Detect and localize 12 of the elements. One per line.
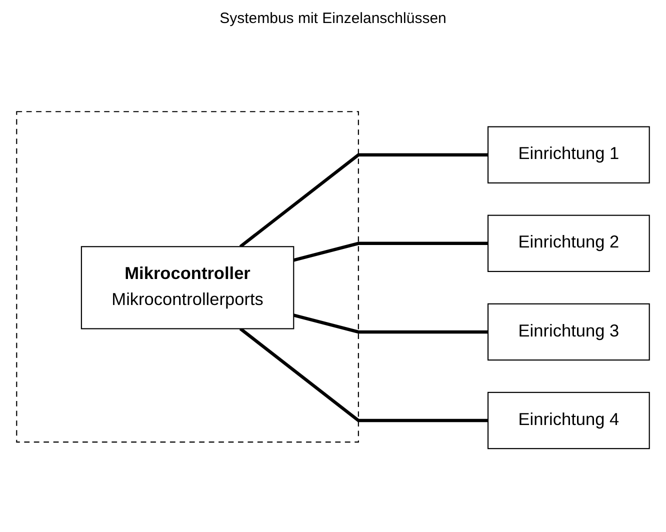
connector bbox=[239, 328, 488, 422]
node-box bbox=[487, 126, 650, 184]
bus-label: Systembus mit Einzelanschlüssen bbox=[220, 10, 446, 27]
node-box bbox=[487, 392, 650, 450]
node-box bbox=[80, 246, 294, 330]
cluster bbox=[16, 112, 359, 444]
node-box bbox=[487, 304, 650, 361]
diagram: Mikrocontroller Mikrocontrollerports Einrichtung 1 Einrichtung 2 Einrichtung 3 Einrichtung 4 bbox=[8, 103, 658, 458]
connector bbox=[293, 242, 488, 262]
node-box bbox=[487, 215, 650, 272]
connector bbox=[293, 314, 488, 334]
connector bbox=[239, 154, 488, 248]
